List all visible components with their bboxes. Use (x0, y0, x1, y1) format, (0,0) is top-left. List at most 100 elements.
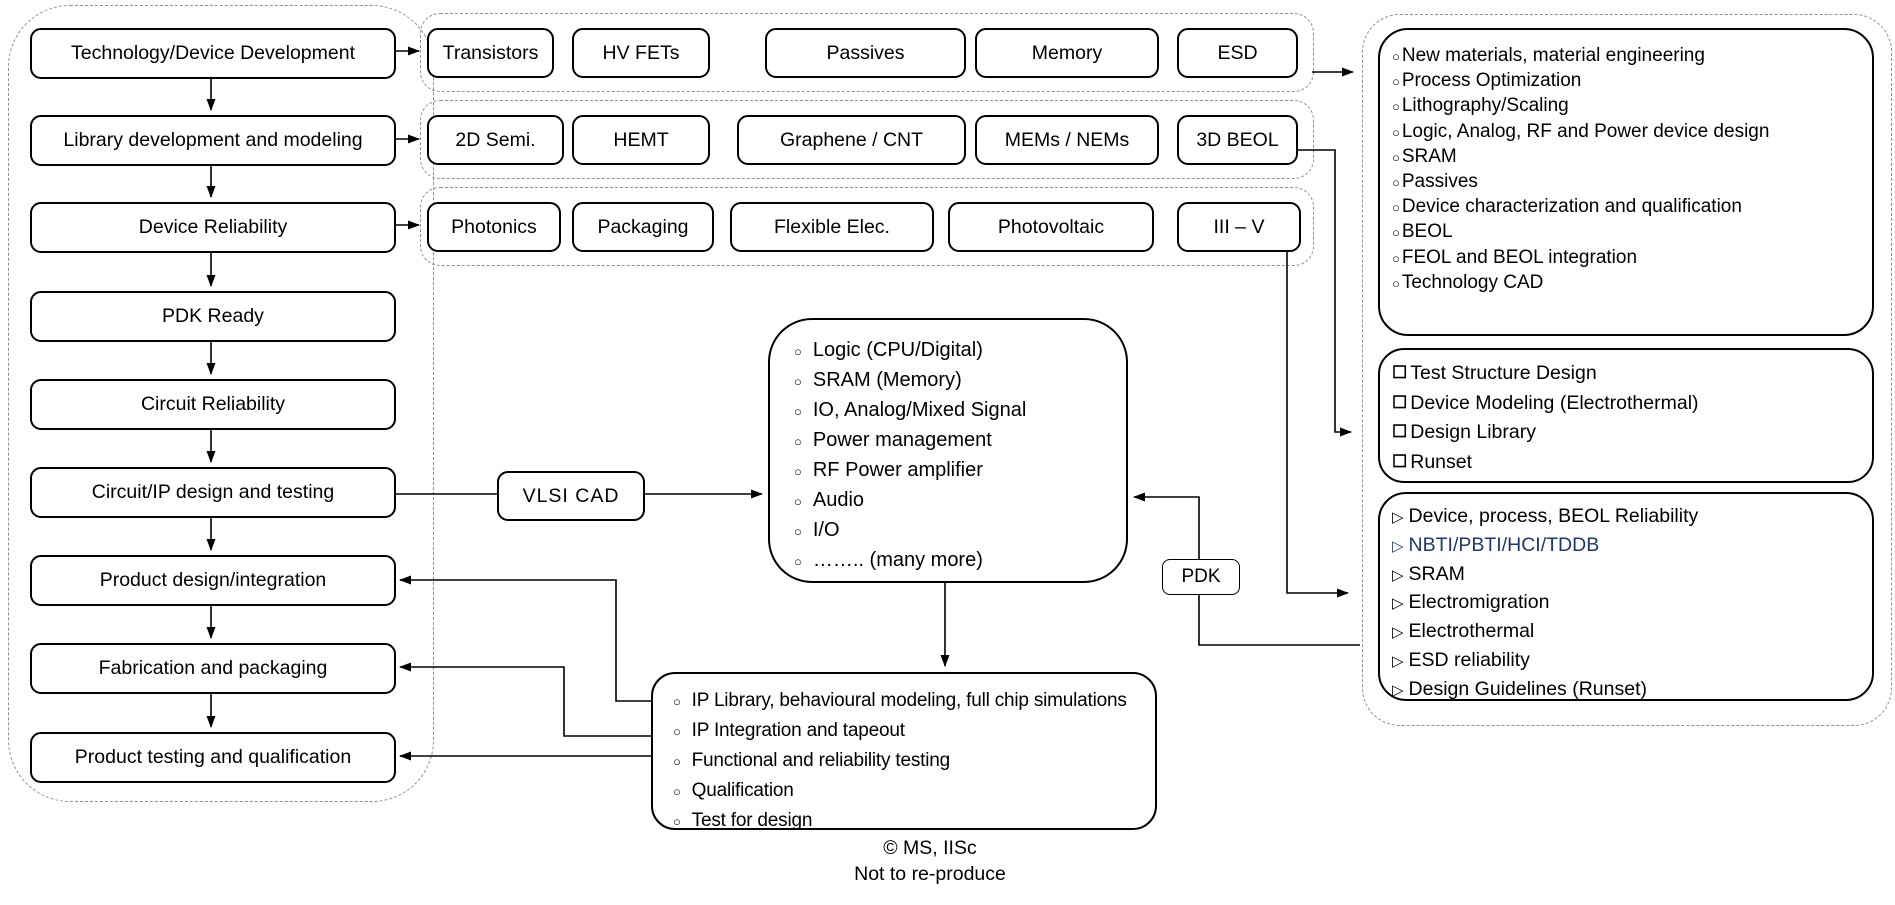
list-item: ▷Electromigration (1392, 589, 1872, 618)
design-enablement-box: ☐Test Structure Design ☐Device Modeling … (1378, 348, 1874, 483)
tech-box-hemt: HEMT (572, 115, 710, 165)
circle-bullet-icon: ○ (673, 784, 681, 799)
circle-bullet-icon: ○ (1392, 149, 1400, 165)
list-item-label: Runset (1410, 450, 1473, 473)
circle-bullet-icon: ○ (1392, 250, 1400, 266)
circle-bullet-icon: ○ (794, 374, 802, 389)
list-item: ▷ESD reliability (1392, 647, 1872, 676)
tech-box-iii-v: III – V (1177, 202, 1301, 252)
list-item-label: Technology CAD (1401, 271, 1544, 293)
list-item: ○ Audio (794, 486, 1126, 516)
list-item-label: SRAM (Memory) (812, 369, 962, 391)
ip-blocks-box: ○ Logic (CPU/Digital) ○ SRAM (Memory) ○ IO,… (768, 318, 1128, 583)
list-item: ○Device characterization and qualificati… (1392, 195, 1872, 220)
list-item: ○IP Integration and tapeout (673, 716, 1155, 746)
list-item: ☐Runset (1392, 448, 1872, 478)
tech-box-2d-semi: 2D Semi. (427, 115, 564, 165)
circle-bullet-icon: ○ (1392, 99, 1400, 115)
list-item: ☐Device Modeling (Electrothermal) (1392, 389, 1872, 419)
list-item: ○Passives (1392, 170, 1872, 195)
circle-bullet-icon: ○ (794, 404, 802, 419)
tech-box-mems-nems: MEMs / NEMs (975, 115, 1159, 165)
tech-box-photonics: Photonics (427, 202, 561, 252)
no-reproduce-line: Not to re-produce (854, 863, 1006, 885)
circle-bullet-icon: ○ (794, 494, 802, 509)
list-item: ○FEOL and BEOL integration (1392, 246, 1872, 271)
list-item-label: RF Power amplifier (812, 459, 983, 481)
circle-bullet-icon: ○ (794, 464, 802, 479)
list-item-label: Design Guidelines (Runset) (1408, 677, 1647, 700)
list-item-label: Logic, Analog, RF and Power device desig… (1401, 120, 1770, 142)
circle-bullet-icon: ○ (1392, 200, 1400, 216)
tech-row-2-container (420, 100, 1314, 179)
list-item-label: Electromigration (1408, 591, 1550, 614)
list-item-label: IP Library, behavioural modeling, full c… (691, 690, 1127, 711)
tech-box-passives: Passives (765, 28, 966, 78)
circle-bullet-icon: ○ (673, 694, 681, 709)
list-item-label: ESD reliability (1408, 648, 1530, 671)
circle-bullet-icon: ○ (1392, 175, 1400, 191)
list-item: ○ RF Power amplifier (794, 456, 1126, 486)
arrowhead-bullet-icon: ▷ (1392, 537, 1404, 555)
list-item-label: NBTI/PBTI/HCI/TDDB (1408, 533, 1600, 556)
list-item: ▷Design Guidelines (Runset) (1392, 676, 1872, 705)
list-item-label: Qualification (691, 780, 794, 801)
list-item: ○ IO, Analog/Mixed Signal (794, 396, 1126, 426)
list-item: ○ IP Library, behavioural modeling, full … (673, 686, 1155, 716)
list-item: ▷Electrothermal (1392, 618, 1872, 647)
circle-bullet-icon: ○ (794, 554, 802, 569)
list-item: ○Test for design (673, 806, 1155, 836)
list-item-label: New materials, material engineering (1401, 45, 1705, 66)
flow-step-product-testing: Product testing and qualification (30, 732, 396, 783)
list-item-label: Passives (1401, 171, 1478, 193)
list-item: ○Functional and reliability testing (673, 746, 1155, 776)
circle-bullet-icon: ○ (794, 434, 802, 449)
list-item: ○SRAM (1392, 145, 1872, 170)
list-item: ▷SRAM (1392, 561, 1872, 590)
list-item-label: Lithography/Scaling (1401, 95, 1569, 117)
tech-box-photovoltaic: Photovoltaic (948, 202, 1154, 252)
flow-step-circuit-reliability: Circuit Reliability (30, 379, 396, 430)
tech-box-3d-beol: 3D BEOL (1177, 115, 1298, 165)
arrowhead-bullet-icon: ▷ (1392, 566, 1404, 584)
list-item-label: Design Library (1410, 421, 1536, 443)
flow-step-library-development: Library development and modeling (30, 115, 396, 166)
flow-step-circuit-ip-design: Circuit/IP design and testing (30, 467, 396, 518)
process-topics-box: ○New materials, material engineering ○Pr… (1378, 28, 1874, 336)
list-item-label: Test Structure Design (1410, 362, 1597, 384)
arrow-designflow-to-fabrication (399, 662, 651, 737)
arrowhead-bullet-icon: ▷ (1392, 624, 1404, 642)
reliability-topics-box: ▷Device, process, BEOL Reliability ▷NBTI… (1378, 492, 1874, 701)
arrow-iiiv-to-reliability-box (1286, 250, 1349, 598)
list-item-label: Logic (CPU/Digital) (812, 339, 983, 361)
list-item-label: Test for design (691, 810, 813, 831)
list-item: ○ SRAM (Memory) (794, 366, 1126, 396)
list-item-label: I/O (812, 519, 840, 541)
checkbox-bullet-icon: ☐ (1392, 363, 1408, 382)
arrow-designflow-to-productdesign (399, 575, 651, 702)
list-item-label: Device characterization and qualificatio… (1401, 196, 1742, 218)
list-item-label: Audio (812, 489, 865, 511)
arrowhead-bullet-icon: ▷ (1392, 681, 1404, 699)
list-item-label: …….. (many more) (812, 549, 983, 571)
circle-bullet-icon: ○ (1392, 74, 1400, 90)
tech-box-memory: Memory (975, 28, 1159, 78)
list-item: ▷Device, process, BEOL Reliability (1392, 503, 1872, 532)
list-item-label: BEOL (1401, 221, 1453, 243)
tech-row-1-container (420, 13, 1314, 92)
flow-step-technology-device-development: Technology/Device Development (30, 28, 396, 79)
flow-step-pdk-ready: PDK Ready (30, 291, 396, 342)
arrow-pdk-to-ipblocks (1133, 492, 1200, 559)
list-item-label: Power management (812, 429, 992, 451)
copyright-line: © MS, IISc (883, 837, 977, 859)
circle-bullet-icon: ○ (1392, 225, 1400, 241)
list-item-label: IO, Analog/Mixed Signal (812, 399, 1027, 421)
list-item: ○Technology CAD (1392, 271, 1872, 296)
list-item-label: SRAM (1408, 562, 1465, 585)
pdk-box: PDK (1162, 559, 1240, 595)
list-item: ○ …….. (many more) (794, 546, 1126, 576)
tech-box-hv-fets: HV FETs (572, 28, 710, 78)
list-item: ○Lithography/Scaling (1392, 94, 1872, 119)
flow-step-device-reliability: Device Reliability (30, 202, 396, 253)
list-item-label: IP Integration and tapeout (691, 720, 905, 741)
